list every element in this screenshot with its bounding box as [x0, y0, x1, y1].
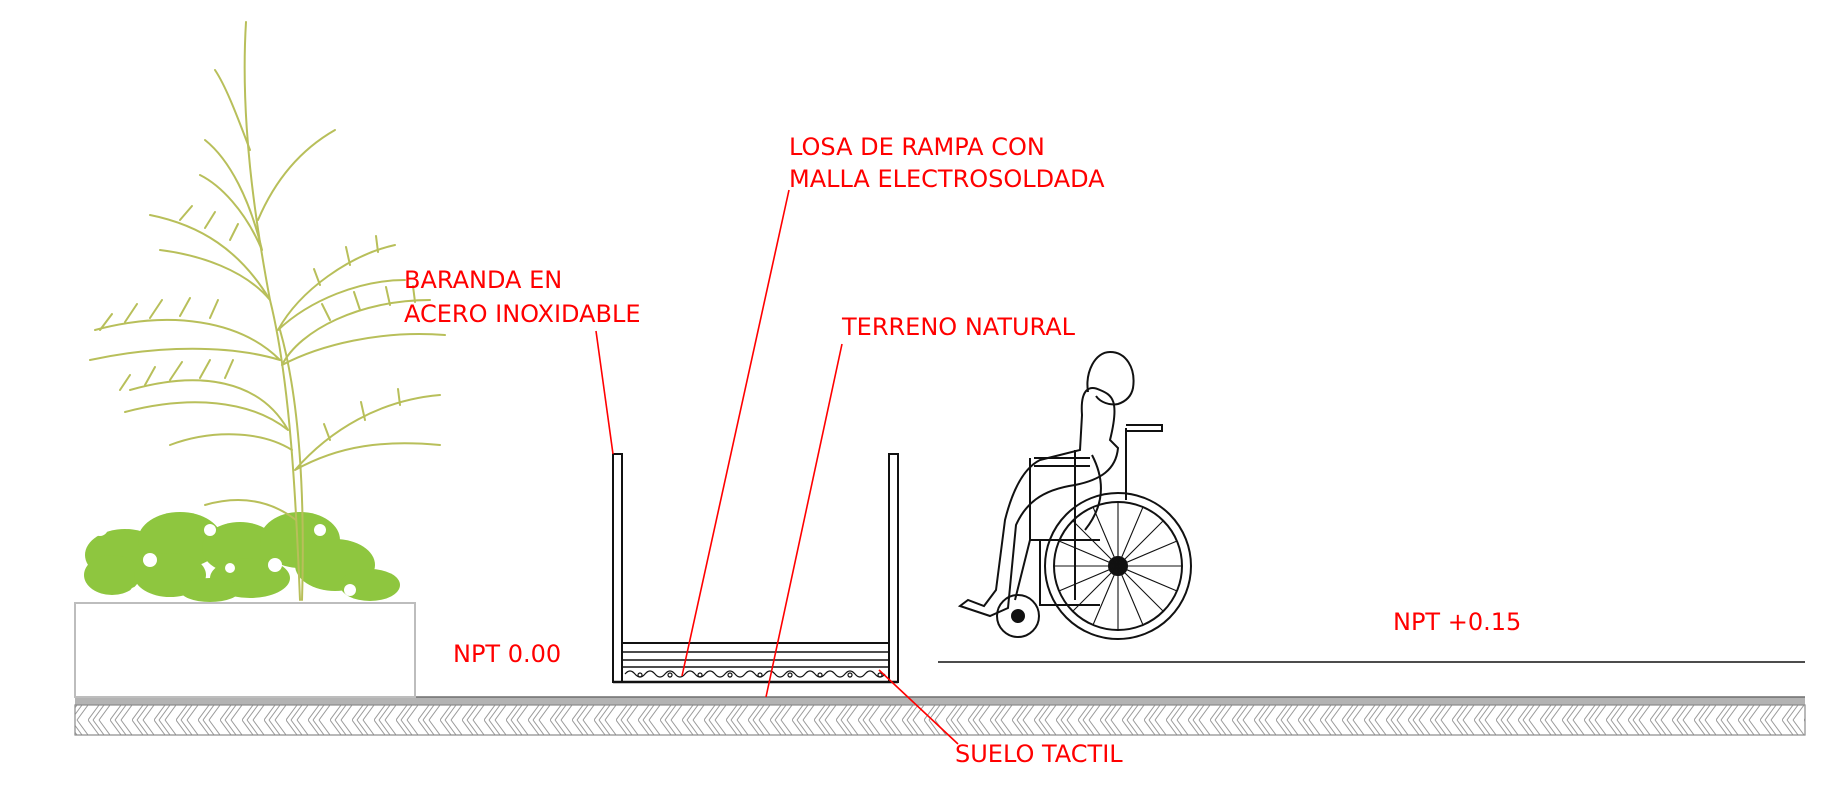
baranda-leader — [595, 330, 614, 455]
electrowelded-mesh — [624, 670, 886, 678]
losa-leader — [681, 189, 790, 677]
ramp-left-wall — [612, 453, 623, 683]
palm-plant-icon — [89, 21, 446, 601]
ramp-right-wall — [888, 453, 899, 683]
losa-label-line2: MALLA ELECTROSOLDADA — [789, 165, 1105, 193]
shrub-icon — [84, 512, 400, 602]
baranda-label-line1: BARANDA EN — [404, 266, 562, 294]
natural-terrain-hatch — [74, 704, 1806, 736]
ramp-section — [612, 453, 899, 684]
suelo-tactil-label: SUELO TACTIL — [955, 740, 1123, 768]
planter-box — [74, 602, 416, 698]
terreno-leader — [765, 343, 843, 698]
wheelchair-user-icon — [957, 350, 1192, 640]
losa-label-line1: LOSA DE RAMPA CON — [789, 133, 1045, 161]
terreno-label: TERRENO NATURAL — [841, 313, 1076, 341]
npt-high-label: NPT +0.15 — [1393, 608, 1521, 636]
baranda-label-line2: ACERO INOXIDABLE — [404, 300, 641, 328]
npt-low-label: NPT 0.00 — [453, 640, 561, 668]
ground-section — [74, 661, 1806, 736]
annotations: LOSA DE RAMPA CON MALLA ELECTROSOLDADA B… — [404, 133, 1521, 768]
suelo-leader — [878, 669, 959, 745]
floor-finish-band — [75, 697, 1805, 705]
leader-lines — [595, 189, 959, 745]
